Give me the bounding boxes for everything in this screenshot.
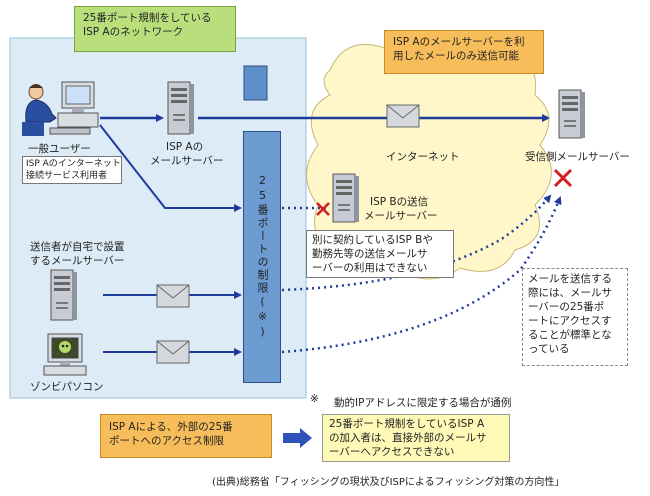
arrow-user-to-block <box>99 124 242 212</box>
result-note-line1: 25番ポート規制をしているISP A <box>329 418 485 430</box>
send-note-line1: メールを送信する <box>528 273 612 285</box>
internet-label: インターネット <box>386 151 460 163</box>
zombie-pc-label: ゾンビパソコン <box>30 381 104 393</box>
isp-b-note-line2: 勤務先等の送信メールサ <box>312 248 428 260</box>
restriction-note-line1: ISP Aによる、外部の25番 <box>109 421 233 433</box>
isp-b-note-line3: ーバーの利用はできない <box>312 262 428 274</box>
port25-restriction-block: 25番ポートの制限(※) <box>243 131 281 383</box>
isp-b-server-label-line1: ISP Bの送信 <box>370 196 429 208</box>
isp-b-server-icon <box>332 173 359 223</box>
cross-icon <box>553 168 573 188</box>
send-note-line6: っている <box>528 343 570 355</box>
zombie-pc-icon <box>43 333 87 376</box>
general-user-sub-line2: 接続サービス利用者 <box>26 171 108 181</box>
isp-network-note-line1: 25番ポート規制をしている <box>83 12 212 24</box>
send-standard-note: メールを送信する 際には、メールサ ーバーの25番ポ ートにアクセスす ることが… <box>522 268 628 366</box>
isp-b-note-line1: 別に契約しているISP Bや <box>312 234 433 246</box>
send-note-line5: ることが標準とな <box>528 329 612 341</box>
isp-mail-note: ISP Aのメールサーバーを利 用したメールのみ送信可能 <box>384 30 544 74</box>
send-note-line2: 際には、メールサ <box>528 287 612 299</box>
envelope-icon <box>156 284 190 308</box>
envelope-icon <box>386 104 420 128</box>
isp-network-note: 25番ポート規制をしている ISP Aのネットワーク <box>74 6 236 52</box>
isp-mail-note-line2: 用したメールのみ送信可能 <box>393 50 519 62</box>
result-note: 25番ポート規制をしているISP A の加入者は、直接外部のメールサ ーバーへア… <box>322 414 510 462</box>
isp-b-server-label-line2: メールサーバー <box>364 210 438 222</box>
dotted-arrow-home-to-receiver <box>281 194 552 292</box>
home-server-icon <box>50 269 77 321</box>
restriction-note: ISP Aによる、外部の25番 ポートへのアクセス制限 <box>100 414 272 458</box>
isp-a-server-label-line1: ISP Aの <box>166 141 204 153</box>
user-computer-icon <box>22 81 99 136</box>
result-note-line2: の加入者は、直接外部のメールサ <box>329 432 487 444</box>
dotted-arrow-zombie-to-receiver <box>281 196 562 354</box>
home-server-label-line2: するメールサーバー <box>30 255 125 267</box>
receiver-server-icon <box>558 89 585 139</box>
isp-network-note-line2: ISP Aのネットワーク <box>83 26 184 38</box>
isp-b-note: 別に契約しているISP Bや 勤務先等の送信メールサ ーバーの利用はできない <box>306 230 454 278</box>
general-user-sub-line1: ISP Aのインターネット <box>26 159 121 169</box>
general-user-label: 一般ユーザー <box>28 143 91 155</box>
source-citation: (出典)総務省「フィッシングの現状及びISPによるフィッシング対策の方向性」 <box>212 477 565 488</box>
isp-a-server-label-line2: メールサーバー <box>150 155 224 167</box>
port25-restriction-label: 25番ポートの制限(※) <box>256 174 269 340</box>
send-note-line3: ーバーの25番ポ <box>528 301 605 313</box>
send-note-line4: ートにアクセスす <box>528 315 612 327</box>
result-arrow <box>283 428 312 448</box>
isp-mail-note-line1: ISP Aのメールサーバーを利 <box>393 36 525 48</box>
receiver-server-label: 受信側メールサーバー <box>525 151 630 163</box>
footnote-mark: ※ <box>310 393 319 405</box>
envelope-icon <box>156 340 190 364</box>
home-server-label-line1: 送信者が自宅で設置 <box>30 241 125 253</box>
result-note-line3: ーバーへアクセスできない <box>329 446 455 458</box>
footnote-text: 動的IPアドレスに限定する場合が通例 <box>334 397 512 409</box>
cross-icon <box>316 202 330 216</box>
isp-a-server-icon <box>167 81 194 135</box>
restriction-note-line2: ポートへのアクセス制限 <box>109 435 224 447</box>
general-user-subtitle: ISP Aのインターネット 接続サービス利用者 <box>22 156 122 184</box>
blocked-gate-top <box>243 65 268 101</box>
